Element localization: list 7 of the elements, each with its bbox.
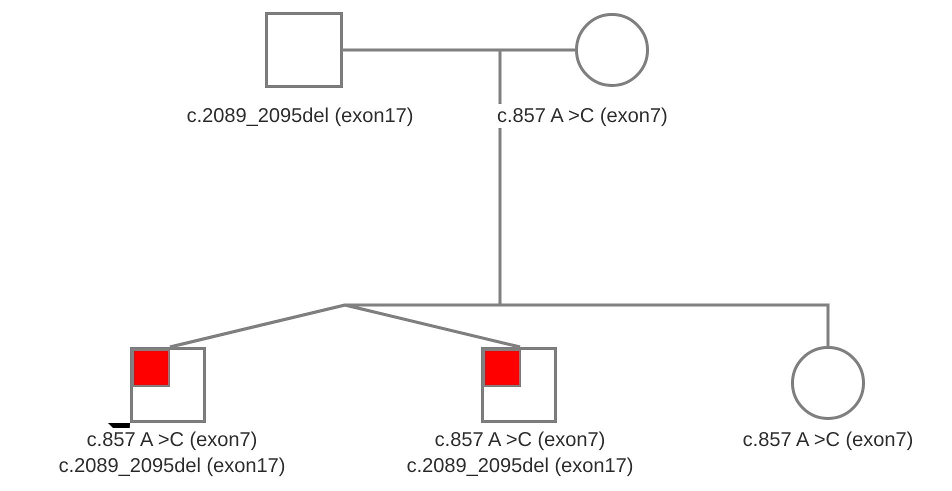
affected-male-square (130, 347, 206, 423)
genotype-label: c.857 A >C (exon7) (86, 428, 258, 452)
female-circle (575, 13, 649, 87)
male-square (265, 12, 343, 88)
female-circle (791, 346, 865, 420)
affected-male-square (481, 347, 557, 423)
genotype-label: c.857 A >C (exon7) (497, 104, 668, 128)
